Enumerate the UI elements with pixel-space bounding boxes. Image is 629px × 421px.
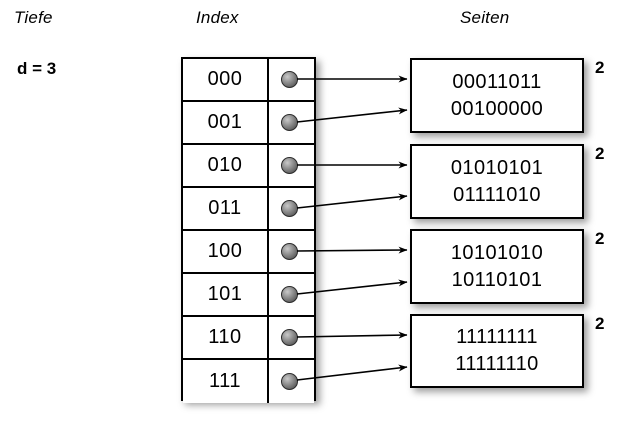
global-depth-label: d = 3 [17, 59, 57, 78]
index-pointer-cell[interactable] [269, 274, 314, 315]
index-row[interactable]: 001 [183, 102, 314, 145]
column-heading-pages: Seiten [460, 8, 510, 27]
filled-circle-dot-icon [281, 71, 298, 88]
page-record: 00100000 [450, 97, 544, 120]
index-pointer-cell[interactable] [269, 317, 314, 358]
index-key: 000 [183, 59, 269, 100]
page-local-depth: 2 [595, 229, 605, 248]
index-table: 000 001 010 011 100 [181, 57, 316, 403]
index-key: 110 [183, 317, 269, 358]
index-pointer-cell[interactable] [269, 102, 314, 143]
page-record: 11111110 [455, 353, 539, 375]
page-record: 00011011 [452, 70, 542, 93]
page-local-depth: 2 [595, 58, 605, 77]
page-record: 10110101 [451, 268, 543, 291]
index-key: 100 [183, 231, 269, 272]
page-bucket[interactable]: 10101010 10110101 [410, 229, 584, 304]
filled-circle-dot-icon [281, 286, 298, 303]
index-pointer-cell[interactable] [269, 59, 314, 100]
column-heading-depth: Tiefe [14, 8, 53, 27]
page-record: 01111010 [453, 183, 541, 206]
filled-circle-dot-icon [281, 329, 298, 346]
filled-circle-dot-icon [281, 243, 298, 260]
index-row[interactable]: 110 [183, 317, 314, 360]
index-row[interactable]: 100 [183, 231, 314, 274]
filled-circle-dot-icon [281, 157, 298, 174]
page-bucket[interactable]: 11111111 11111110 [410, 314, 584, 388]
index-key: 010 [183, 145, 269, 186]
index-row[interactable]: 101 [183, 274, 314, 317]
page-record: 01010101 [450, 156, 544, 179]
page-bucket[interactable]: 00011011 00100000 [410, 58, 584, 133]
index-row[interactable]: 010 [183, 145, 314, 188]
index-key: 101 [183, 274, 269, 315]
filled-circle-dot-icon [281, 200, 298, 217]
index-pointer-cell[interactable] [269, 231, 314, 272]
index-row[interactable]: 111 [183, 360, 314, 403]
filled-circle-dot-icon [281, 114, 298, 131]
index-key: 111 [183, 360, 269, 403]
page-local-depth: 2 [595, 314, 605, 333]
index-pointer-cell[interactable] [269, 145, 314, 186]
page-bucket[interactable]: 01010101 01111010 [410, 144, 584, 219]
index-pointer-cell[interactable] [269, 360, 314, 403]
filled-circle-dot-icon [281, 373, 298, 390]
index-pointer-cell[interactable] [269, 188, 314, 229]
page-record: 11111111 [456, 326, 538, 348]
column-heading-index: Index [196, 8, 239, 27]
index-row[interactable]: 000 [183, 59, 314, 102]
index-key: 011 [183, 188, 269, 229]
page-local-depth: 2 [595, 144, 605, 163]
index-row[interactable]: 011 [183, 188, 314, 231]
index-key: 001 [183, 102, 269, 143]
page-record: 10101010 [450, 241, 544, 264]
